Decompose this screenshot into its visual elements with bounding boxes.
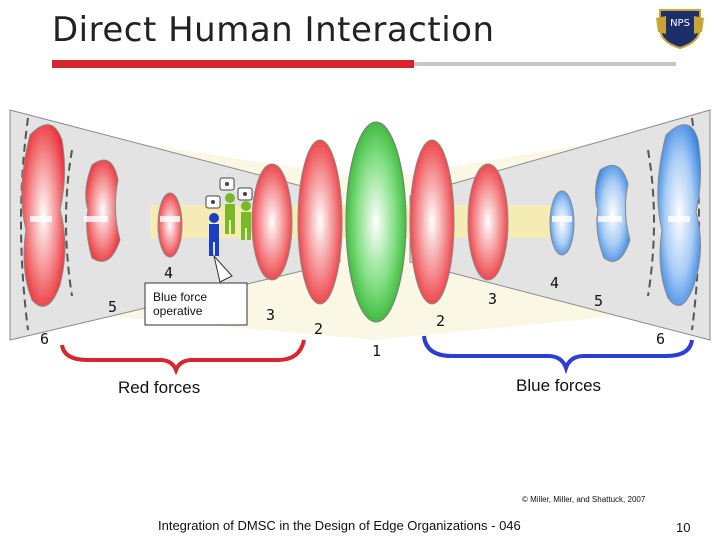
red-blob-outer xyxy=(21,124,66,307)
frame-left-5 xyxy=(65,149,73,297)
frame-right-6 xyxy=(691,117,700,331)
ring-number-6-left: 6 xyxy=(40,330,50,348)
slide-footer: Integration of DMSC in the Design of Edg… xyxy=(158,518,521,533)
ring-number-2-left: 2 xyxy=(314,320,324,338)
blue-ellipse-small xyxy=(549,190,575,256)
logo-lettering: NPS xyxy=(670,18,690,29)
blue-blob-outer xyxy=(657,124,702,307)
red-ellipse-right-mid xyxy=(467,163,509,281)
title-underline-grey xyxy=(414,62,676,66)
callout-label: Blue force operative xyxy=(153,290,208,318)
ring-number-4-right: 4 xyxy=(550,274,560,292)
ring-number-5-left: 5 xyxy=(108,298,118,316)
red-ellipse-right-large xyxy=(409,139,455,305)
ring-number-3-left: 3 xyxy=(266,306,276,324)
callout-pointer xyxy=(213,254,233,283)
ring-number-4-left: 4 xyxy=(164,264,174,282)
slide-title: Direct Human Interaction xyxy=(52,10,495,50)
red-forces-label: Red forces xyxy=(118,378,201,397)
red-ellipse-mid xyxy=(251,163,293,281)
red-blob-mid xyxy=(85,159,121,262)
ring-number-3-right: 3 xyxy=(488,290,498,308)
blue-blob-mid xyxy=(594,164,631,262)
blue-forces-brace xyxy=(422,335,694,375)
ring-number-6-right: 6 xyxy=(656,330,666,348)
red-ellipse-large xyxy=(297,139,343,305)
callout-box xyxy=(144,282,248,326)
tiny-labels xyxy=(30,216,690,222)
red-ellipse-small xyxy=(157,192,183,258)
copyright-note: © Miller, Miller, and Shattuck, 2007 xyxy=(522,495,646,504)
green-ellipse-center xyxy=(345,121,407,323)
frame-right-5 xyxy=(647,149,655,297)
page-number: 10 xyxy=(676,520,691,535)
blue-forces-label: Blue forces xyxy=(516,376,602,395)
red-forces-brace xyxy=(60,339,306,376)
nps-logo: NPS xyxy=(654,6,706,54)
ring-number-2-right: 2 xyxy=(436,312,446,330)
operatives-group xyxy=(205,177,253,256)
ring-number-1: 1 xyxy=(372,342,382,360)
title-underline-red xyxy=(52,60,414,68)
frame-left-6 xyxy=(20,117,29,331)
ring-number-5-right: 5 xyxy=(594,292,604,310)
